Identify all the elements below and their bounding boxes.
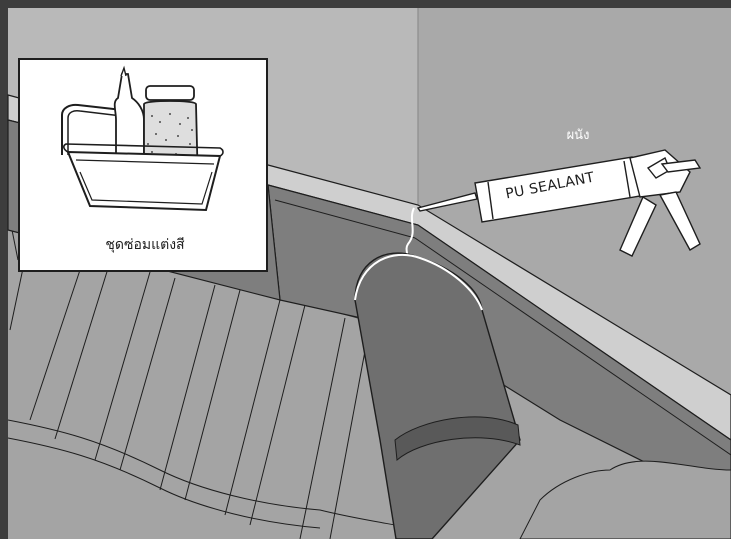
repair-kit-inset: ชุดซ่อมแต่งสี bbox=[18, 58, 268, 272]
repair-kit-label: ชุดซ่อมแต่งสี bbox=[20, 234, 270, 256]
wall-label: ผนัง bbox=[548, 124, 608, 145]
